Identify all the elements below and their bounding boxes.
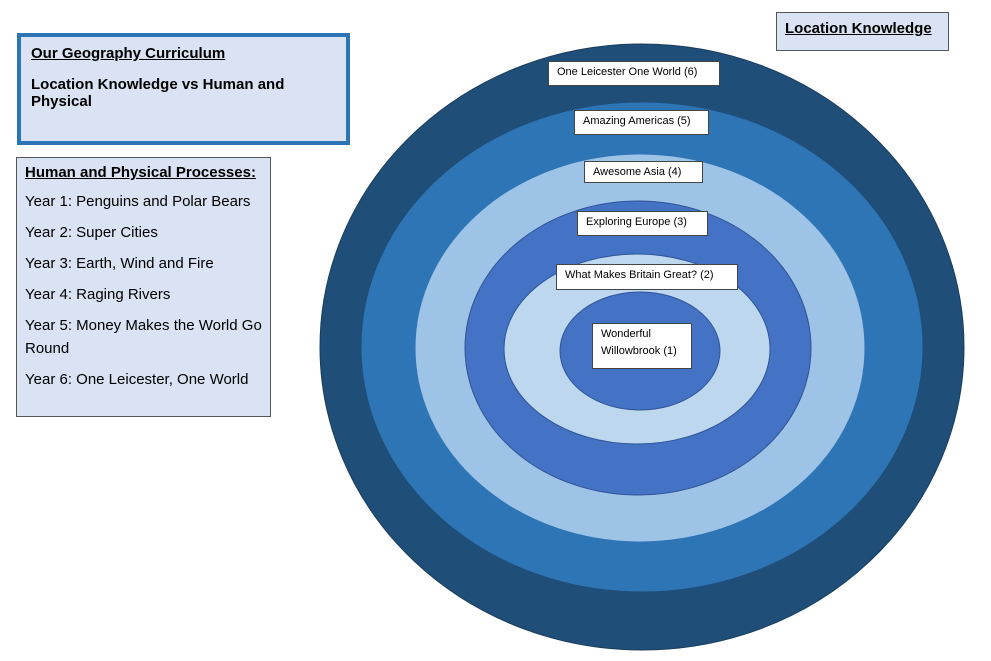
- curriculum-title: Our Geography Curriculum: [31, 45, 226, 62]
- year-item: Year 5: Money Makes the World Go Round: [25, 317, 262, 357]
- human-physical-heading: Human and Physical Processes:: [25, 164, 256, 181]
- ring-label-6: One Leicester One World (6): [548, 61, 720, 86]
- year-item: Year 1: Penguins and Polar Bears: [25, 193, 251, 210]
- year-item: Year 3: Earth, Wind and Fire: [25, 255, 214, 272]
- ring-label-5: Amazing Americas (5): [574, 110, 709, 135]
- human-physical-box: Human and Physical Processes: Year 1: Pe…: [16, 157, 271, 417]
- year-item: Year 2: Super Cities: [25, 224, 158, 241]
- ring-label-2: What Makes Britain Great? (2): [556, 264, 738, 290]
- ring-label-3: Exploring Europe (3): [577, 211, 708, 236]
- curriculum-subtitle: Location Knowledge vs Human and Physical: [31, 76, 285, 110]
- ring-label-4: Awesome Asia (4): [584, 161, 703, 183]
- year-item: Year 6: One Leicester, One World: [25, 371, 249, 388]
- curriculum-title-box: Our Geography Curriculum Location Knowle…: [17, 33, 350, 145]
- ring-label-1: Wonderful Willowbrook (1): [592, 323, 692, 369]
- location-knowledge-heading: Location Knowledge: [776, 12, 949, 51]
- year-item: Year 4: Raging Rivers: [25, 286, 171, 303]
